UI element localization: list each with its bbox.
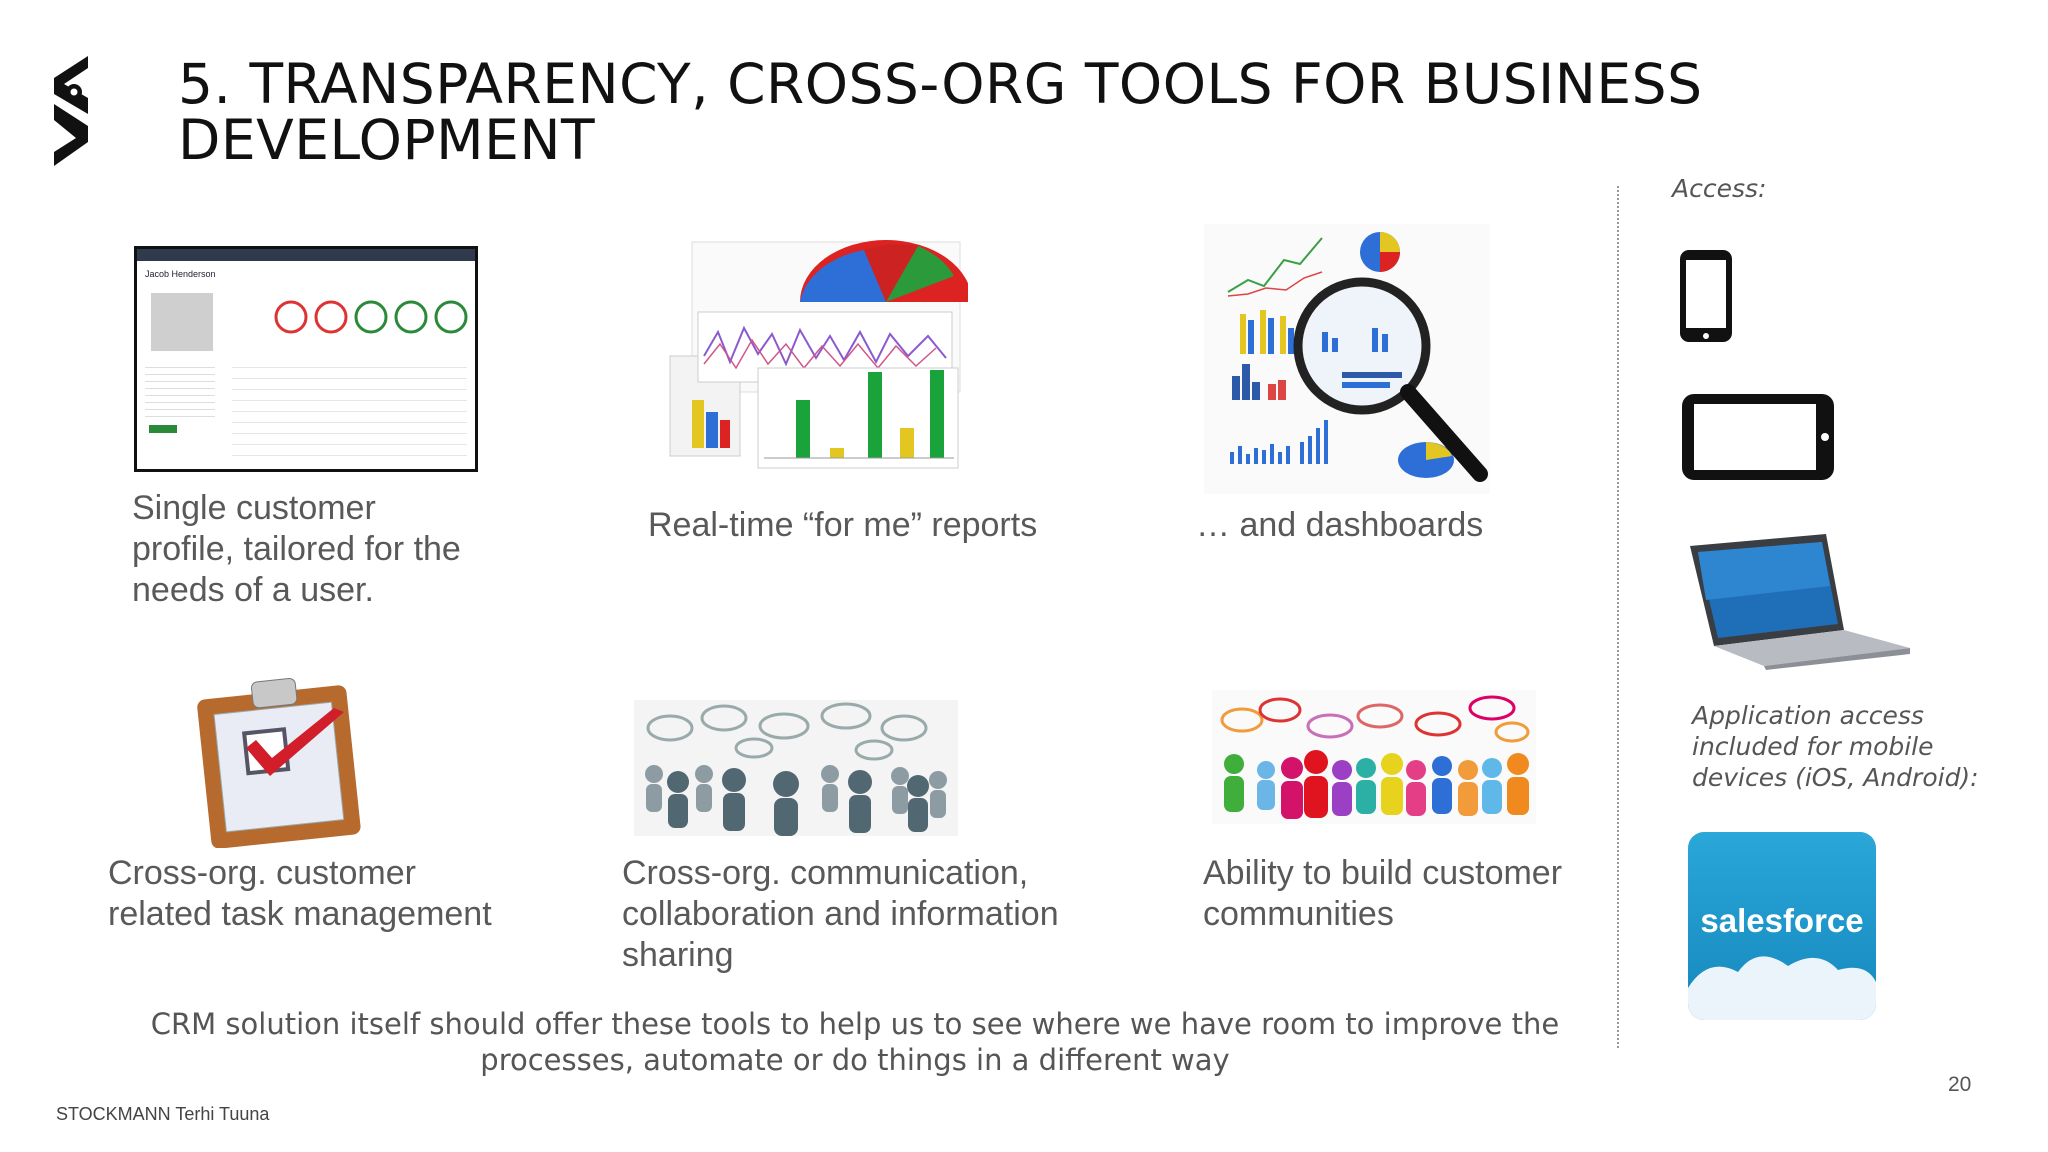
summary-line: processes, automate or do things in a di… (480, 1043, 1230, 1077)
title-line-1: 5. TRANSPARENCY, CROSS-ORG TOOLS FOR BUS… (178, 52, 1703, 116)
caption-line: collaboration and information (622, 895, 1059, 933)
caption-line: communities (1203, 895, 1394, 933)
caption-line: Cross-org. communication, (622, 854, 1029, 892)
caption-line: profile, tailored for the (132, 530, 461, 568)
salesforce-wordmark: salesforce (1700, 902, 1864, 939)
profile-name: Jacob Henderson (145, 269, 216, 279)
caption-task-management: Cross-org. customer related task managem… (108, 853, 492, 935)
people-speech-icon (634, 700, 958, 836)
dashboards-magnifier-image (1204, 224, 1490, 494)
caption-line: Single customer (132, 489, 376, 527)
caption-line: Cross-org. customer (108, 854, 416, 892)
slide-title: 5. TRANSPARENCY, CROSS-ORG TOOLS FOR BUS… (178, 56, 1738, 168)
cloud-shape (1688, 956, 1876, 1020)
title-line-2: DEVELOPMENT (178, 108, 596, 172)
caption-line: needs of a user. (132, 571, 374, 609)
clipboard-check-icon (197, 678, 361, 848)
caption-communication: Cross-org. communication, collaboration … (622, 853, 1059, 976)
avatar (151, 293, 213, 351)
summary-line: CRM solution itself should offer these t… (150, 1007, 1560, 1041)
caption-customer-profile: Single customer profile, tailored for th… (132, 488, 461, 611)
summary-text: CRM solution itself should offer these t… (90, 1006, 1620, 1078)
caption-reports: Real-time “for me” reports (648, 506, 1038, 544)
laptop-icon (1690, 534, 1910, 670)
caption-dashboards: … and dashboards (1196, 506, 1484, 544)
colorful-people-icon (1212, 690, 1536, 824)
caption-line: sharing (622, 936, 734, 974)
customer-profile-screenshot: Jacob Henderson (134, 246, 478, 472)
phone-icon (1680, 250, 1732, 342)
salesforce-logo: salesforce (1688, 832, 1876, 1020)
note-line: included for mobile (1692, 732, 1934, 761)
caption-communities: Ability to build customer communities (1203, 853, 1562, 935)
tablet-icon (1682, 394, 1834, 480)
progress-rings (274, 300, 468, 334)
page-number: 20 (1948, 1073, 1972, 1096)
reports-charts-image (669, 240, 968, 469)
note-line: Application access (1692, 701, 1924, 730)
vertical-divider (1617, 186, 1619, 1048)
note-line: devices (iOS, Android): (1692, 763, 1979, 792)
stockmann-logo (54, 56, 88, 166)
mobile-access-note: Application access included for mobile d… (1692, 700, 1979, 793)
footer-text: STOCKMANN Terhi Tuuna (56, 1104, 270, 1124)
caption-line: related task management (108, 895, 492, 933)
access-label: Access: (1672, 174, 1767, 203)
caption-line: Ability to build customer (1203, 854, 1563, 892)
